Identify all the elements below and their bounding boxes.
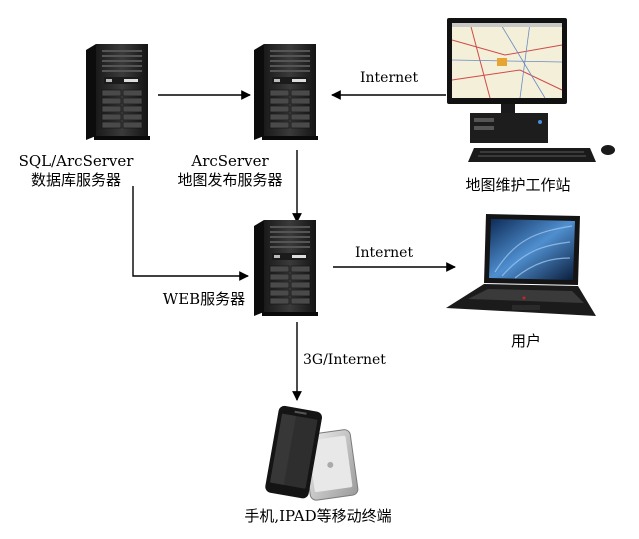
map-server-icon bbox=[253, 43, 319, 141]
map-server-label-line2: 地图发布服务器 bbox=[177, 171, 283, 189]
laptop-icon bbox=[446, 214, 596, 316]
desktop-workstation-icon bbox=[447, 18, 615, 162]
db-server-icon bbox=[85, 43, 151, 141]
workstation-label: 地图维护工作站 bbox=[465, 176, 571, 194]
db-server-label-line1: SQL/ArcServer bbox=[18, 152, 134, 170]
mobile-label: 手机,IPAD等移动终端 bbox=[244, 507, 392, 525]
edge-label-web-to-mobile: 3G/Internet bbox=[303, 352, 386, 368]
db-server-label: SQL/ArcServer 数据库服务器 bbox=[6, 152, 146, 190]
edge-db-to-web bbox=[132, 186, 249, 281]
map-server-label: ArcServer 地图发布服务器 bbox=[160, 152, 300, 190]
edge-label-workstation-to-map: Internet bbox=[360, 70, 419, 86]
user-label: 用户 bbox=[510, 332, 541, 350]
web-server-label: WEB服务器 bbox=[162, 290, 246, 308]
mobile-devices-icon bbox=[265, 405, 359, 501]
connectors bbox=[132, 90, 456, 401]
db-server-label-line2: 数据库服务器 bbox=[30, 171, 121, 189]
edge-label-web-to-user: Internet bbox=[355, 245, 414, 261]
web-server-icon bbox=[253, 219, 319, 317]
map-server-label-line1: ArcServer bbox=[191, 152, 269, 170]
